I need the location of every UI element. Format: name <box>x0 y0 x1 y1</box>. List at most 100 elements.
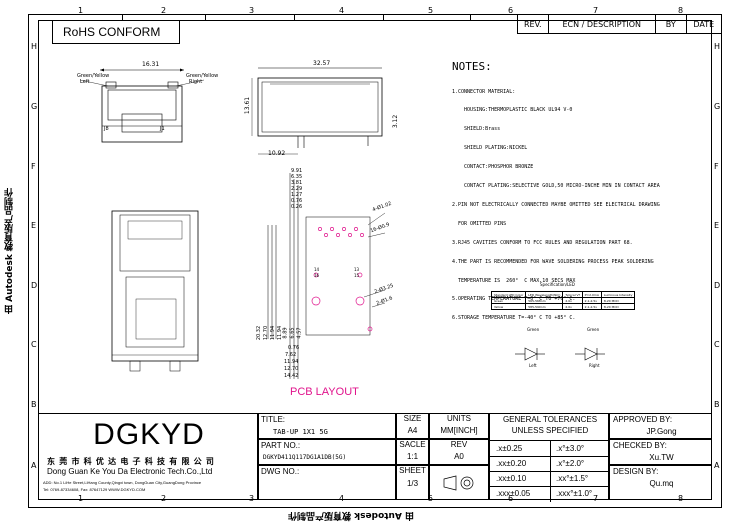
tolerance-angular: .x°±2.0° <box>556 459 585 468</box>
tolerance-angular: .x°±3.0° <box>556 444 585 453</box>
note-line: 1.CONNECTOR MATERIAL: <box>452 88 516 95</box>
zone-col-5: 5 <box>428 6 434 15</box>
zone-col-4-bottom: 4 <box>339 494 345 503</box>
led-schematic-symbols <box>515 347 605 361</box>
units-value: MM[INCH] <box>440 426 478 435</box>
note-line: SHIELD:Brass <box>452 126 501 133</box>
title-label: TITLE: <box>261 415 286 424</box>
front-led-right-side: Right <box>189 79 203 85</box>
rev-header-date: DATE <box>693 19 715 29</box>
projection-symbol-cell <box>429 465 489 500</box>
company-contact: Tel: 0769-87334608, Fax: 87647129 WWW.DG… <box>43 487 146 492</box>
zone-col-5-bottom: 5 <box>428 494 434 503</box>
led-spec-cell: 2.1-2.5v <box>581 303 602 310</box>
front-pin-j8: J8 <box>104 126 109 132</box>
led-spec-cell: 2.0v <box>562 303 583 310</box>
units-cell: UNITS MM[INCH] <box>429 413 489 439</box>
checked-label: CHECKED BY: <box>613 441 667 450</box>
projection-symbol-icon <box>443 475 474 491</box>
pcb-left-dim: 8.89 <box>282 327 289 339</box>
design-label: DESIGN BY: <box>613 467 659 476</box>
drawing-number-label: DWG NO.: <box>261 467 300 476</box>
note-line: 3.RJ45 CAVITIES CONFORM TO FCC RULES AND… <box>452 239 633 246</box>
pcb-top-dim: 3.81 <box>291 180 303 186</box>
led-left-side: Left <box>529 363 537 368</box>
company-name-cn: 东 莞 市 科 优 达 电 子 科 技 有 限 公 司 <box>47 457 215 466</box>
front-led-left-side: Left <box>80 79 90 85</box>
zone-row-f-right: F <box>714 162 719 171</box>
zone-row-h: H <box>31 42 38 51</box>
led-right-label: Green <box>587 327 600 332</box>
front-pin-j1: J1 <box>160 126 165 132</box>
tolerance-linear: .xxx±0.05 <box>496 489 531 498</box>
zone-col-3-bottom: 3 <box>249 494 255 503</box>
pcb-left-dim: 12.70 <box>263 325 270 341</box>
zone-row-g-right: G <box>714 102 721 111</box>
pcb-bottom-dim: 0.76 <box>288 345 300 351</box>
pcb-left-dim: 20.32 <box>256 325 263 341</box>
pcb-bottom-dim: 12.70 <box>284 366 299 372</box>
watermark-bottom: 由 Autodesk 教育版产品制作 <box>288 510 415 520</box>
zone-row-b-right: B <box>714 400 720 409</box>
note-line: CONTACT:PHOSPHOR BRONZE <box>452 164 534 171</box>
design-value: Qu.mq <box>649 479 674 488</box>
title-cell: TITLE: TAB-UP 1X1 5G <box>258 413 396 439</box>
note-line: CONTACT PLATING:SELECTIVE GOLD,50 MICRO-… <box>452 183 660 190</box>
note-line: 6.STORAGE TEMPERATURE T=-40° C TO +85° C… <box>452 315 576 322</box>
size-value: A4 <box>407 426 418 435</box>
tolerance-linear: .xx±0.10 <box>496 474 527 483</box>
notes-title: NOTES: <box>452 60 492 73</box>
tolerance-angular: .xxx°±1.0° <box>556 489 593 498</box>
side-offset-dim: 10.92 <box>268 150 286 157</box>
zone-col-1-bottom: 1 <box>78 494 84 503</box>
watermark-left: 由 Autodesk 教育版产品制作 <box>5 188 15 315</box>
size-cell: SIZE A4 <box>396 413 429 439</box>
rev-cell: REV A0 <box>429 439 489 465</box>
zone-col-6-bottom: 6 <box>508 494 514 503</box>
led-right-side: Right <box>589 363 600 368</box>
side-pin-dim: 3.12 <box>392 114 400 129</box>
led-spec-table: Standard LED Color LED Wavelength(Nm) Ty… <box>490 291 636 310</box>
units-label: UNITS <box>447 414 471 423</box>
scale-label: SACLE <box>399 440 426 449</box>
tolerance-linear: .xx±0.20 <box>496 459 527 468</box>
note-line: FOR OMITTED PINS <box>452 220 507 227</box>
tolerance-linear: .x±0.25 <box>496 444 523 453</box>
pcb-top-dim: 9.91 <box>291 168 303 174</box>
sheet-label: SHEET <box>399 466 426 475</box>
tolerances-subtitle: UNLESS SPECIFIED <box>511 426 589 435</box>
front-view-drawing <box>79 68 205 143</box>
company-name-en: Dong Guan Ke You Da Electronic Tech.Co.,… <box>47 467 213 476</box>
checked-value: Xu.TW <box>649 453 674 462</box>
front-led-left-color: Green/Yellow <box>77 73 110 79</box>
scale-value: 1:1 <box>406 452 419 461</box>
zone-row-d-right: D <box>714 281 721 290</box>
pcb-pin-number: 14 <box>314 267 320 272</box>
led-spec-title: Specification/LED <box>540 282 575 287</box>
design-cell: DESIGN BY: Qu.mq <box>609 465 712 500</box>
zone-col-7-bottom: 7 <box>593 494 599 503</box>
zone-row-e: E <box>31 221 37 230</box>
pcb-pin-number: 15 <box>354 273 360 278</box>
tolerance-angular: .xx°±1.5° <box>556 474 589 483</box>
note-line: 4.THE PART IS RECOMMENDED FOR WAVE SOLDE… <box>452 258 654 265</box>
pcb-top-dim: 6.35 <box>291 174 303 180</box>
pcb-layout-label: PCB LAYOUT <box>290 386 359 398</box>
pcb-top-dim: 1.27 <box>291 192 303 198</box>
tolerances-block: GENERAL TOLERANCES UNLESS SPECIFIED .x±0… <box>489 413 610 502</box>
zone-row-e-right: E <box>714 221 720 230</box>
pcb-bottom-dim: 11.94 <box>284 359 299 365</box>
zone-row-a: A <box>31 461 37 470</box>
zone-col-8: 8 <box>678 6 684 15</box>
pcb-pin-number: 16 <box>314 273 320 278</box>
company-address: ADD: No.1 LiHe Street,LiHang County,Qing… <box>43 480 202 485</box>
revision-table: REV. ECN / DESCRIPTION BY DATE <box>517 14 722 34</box>
approved-value: JP.Gong <box>646 427 677 436</box>
zone-row-g: G <box>31 102 38 111</box>
part-number-value: DGKYD411Q117DG1A1DB(5G) <box>263 454 347 461</box>
pcb-left-dim: 6.65 <box>289 327 296 339</box>
zone-col-1: 1 <box>78 6 84 15</box>
side-length-dim: 32.57 <box>313 60 331 67</box>
note-line: HOUSING:THERMOPLASTIC BLACK UL94 V-0 <box>452 107 573 114</box>
zone-col-7: 7 <box>593 6 599 15</box>
